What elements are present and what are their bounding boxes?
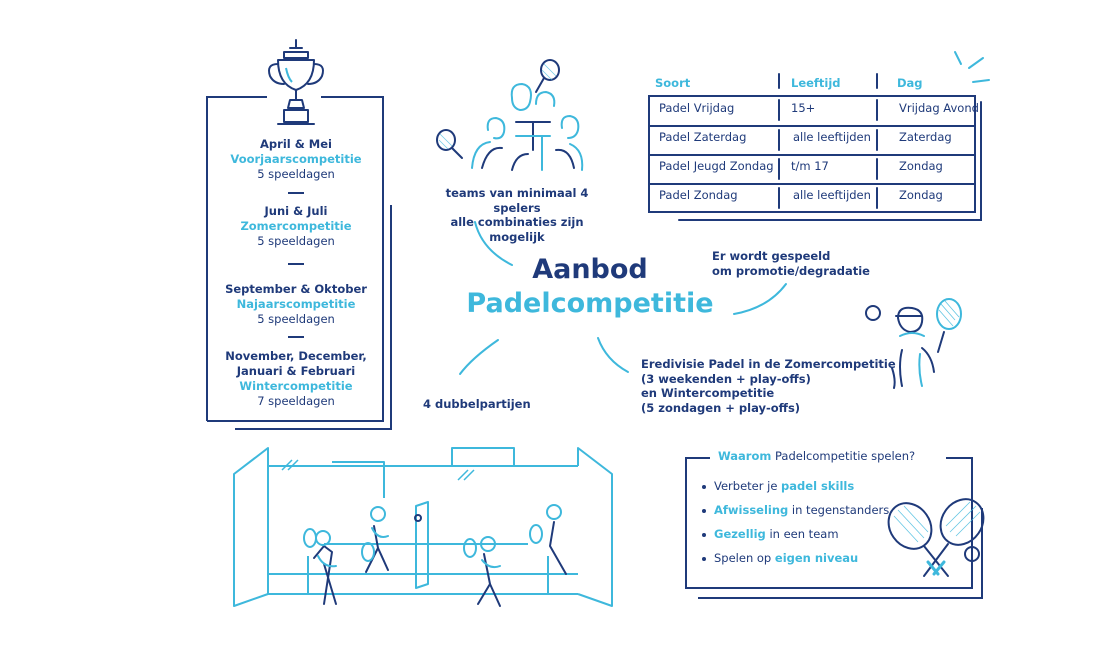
season-summer: Juni & Juli Zomercompetitie 5 speeldagen bbox=[210, 204, 382, 249]
table-cell: Zondag bbox=[899, 187, 943, 202]
item-post: in tegenstanders bbox=[788, 503, 890, 517]
promotion-note-line: Er wordt gespeeld bbox=[712, 249, 831, 263]
table-cell: Zondag bbox=[899, 158, 943, 173]
promotion-note: Er wordt gespeeld om promotie/degradatie bbox=[712, 249, 870, 278]
table-cell: Vrijdag Avond bbox=[899, 100, 979, 115]
season-box-frame bbox=[206, 96, 392, 430]
crossed-rackets-icon bbox=[887, 498, 985, 577]
trophy-icon bbox=[268, 39, 324, 125]
why-heading-bold: Waarom bbox=[718, 449, 772, 463]
list-item: Spelen op eigen niveau bbox=[702, 551, 858, 565]
bullet-icon bbox=[702, 556, 706, 561]
eredivisie-note: Eredivisie Padel in de Zomercompetitie (… bbox=[641, 357, 896, 415]
bullet-icon bbox=[702, 532, 706, 537]
season-months: Juni & Juli bbox=[264, 204, 328, 218]
season-months: November, December, bbox=[225, 349, 367, 363]
eredivisie-note-line: (5 zondagen + play-offs) bbox=[641, 400, 801, 415]
eredivisie-note-line: en Wintercompetitie bbox=[641, 386, 775, 400]
table-cell: Padel Zaterdag bbox=[659, 129, 747, 144]
column-header: Leeftijd bbox=[791, 76, 841, 90]
title-line1: Aanbod bbox=[532, 254, 648, 285]
table-row: Padel Vrijdag 15+ Vrijdag Avond bbox=[653, 93, 1003, 122]
list-item: Gezellig in een team bbox=[702, 527, 839, 541]
item-bold: padel skills bbox=[781, 479, 855, 493]
table-cell: Padel Vrijdag bbox=[659, 100, 735, 115]
season-competition: Najaarscompetitie bbox=[236, 297, 356, 311]
doubles-note: 4 dubbelpartijen bbox=[423, 397, 531, 411]
table-cell: alle leeftijden bbox=[793, 187, 871, 202]
column-header: Soort bbox=[655, 76, 691, 90]
table-cell: t/m 17 bbox=[791, 158, 829, 173]
table-row: Padel Zaterdag alle leeftijden Zaterdag bbox=[653, 122, 1003, 151]
why-box-frame bbox=[685, 457, 983, 599]
table-cell: Padel Jeugd Zondag bbox=[659, 158, 774, 173]
table-cell: Padel Zondag bbox=[659, 187, 738, 202]
list-item: Afwisseling in tegenstanders bbox=[702, 503, 889, 517]
table-cell: alle leeftijden bbox=[793, 129, 871, 144]
item-bold: Afwisseling bbox=[714, 503, 789, 517]
table-row: Padel Zondag alle leeftijden Zondag bbox=[653, 180, 1003, 209]
season-days: 5 speeldagen bbox=[257, 312, 335, 326]
teams-note: teams van minimaal 4 spelers alle combin… bbox=[437, 186, 597, 244]
season-autumn: September & Oktober Najaarscompetitie 5 … bbox=[210, 282, 382, 327]
title-line2: Padelcompetitie bbox=[466, 288, 714, 319]
bullet-icon bbox=[702, 508, 706, 513]
promotion-note-line: om promotie/degradatie bbox=[712, 263, 870, 278]
item-bold: eigen niveau bbox=[774, 551, 859, 565]
why-heading: Waarom Padelcompetitie spelen? bbox=[718, 449, 915, 463]
divider bbox=[288, 192, 304, 194]
table-cell: 15+ bbox=[791, 100, 816, 115]
eredivisie-note-line: (3 weekenden + play-offs) bbox=[641, 371, 811, 386]
teams-note-line: teams van minimaal 4 spelers bbox=[445, 186, 589, 215]
season-days: 5 speeldagen bbox=[257, 167, 335, 181]
padel-court-icon bbox=[233, 447, 613, 607]
season-days: 5 speeldagen bbox=[257, 234, 335, 248]
seasons-list: April & Mei Voorjaarscompetitie 5 speeld… bbox=[210, 97, 382, 419]
season-months: September & Oktober bbox=[225, 282, 367, 296]
item-post: in een team bbox=[765, 527, 839, 541]
column-header: Dag bbox=[897, 76, 923, 90]
season-winter: November, December, Januari & Februari W… bbox=[210, 349, 382, 409]
why-heading-rest: Padelcompetitie spelen? bbox=[771, 449, 916, 463]
table-row: Padel Jeugd Zondag t/m 17 Zondag bbox=[653, 151, 1003, 180]
season-competition: Wintercompetitie bbox=[239, 379, 353, 393]
season-months: Januari & Februari bbox=[236, 364, 356, 378]
season-days: 7 speeldagen bbox=[257, 394, 335, 408]
offer-table: Soort Leeftijd Dag Padel Vrijdag 15+ Vri… bbox=[653, 73, 1003, 209]
season-months: April & Mei bbox=[260, 137, 332, 151]
divider bbox=[288, 336, 304, 338]
teams-note-line: alle combinaties zijn mogelijk bbox=[450, 215, 584, 244]
table-cell: Zaterdag bbox=[899, 129, 952, 144]
divider bbox=[288, 263, 304, 265]
season-competition: Zomercompetitie bbox=[240, 219, 352, 233]
item-pre: Verbeter je bbox=[714, 479, 782, 493]
page-title: Aanbod Padelcompetitie bbox=[460, 253, 720, 321]
season-spring: April & Mei Voorjaarscompetitie 5 speeld… bbox=[210, 137, 382, 182]
item-bold: Gezellig bbox=[714, 527, 766, 541]
list-item: Verbeter je padel skills bbox=[702, 479, 854, 493]
table-frame bbox=[648, 51, 990, 221]
team-players-icon bbox=[436, 59, 584, 171]
bullet-icon bbox=[702, 484, 706, 489]
why-section: Waarom Padelcompetitie spelen? Verbeter … bbox=[702, 449, 915, 579]
padel-player-icon bbox=[865, 298, 962, 389]
eredivisie-note-line: Eredivisie Padel in de Zomercompetitie bbox=[641, 357, 896, 371]
item-pre: Spelen op bbox=[714, 551, 775, 565]
season-competition: Voorjaarscompetitie bbox=[230, 152, 362, 166]
table-header: Soort Leeftijd Dag bbox=[653, 73, 1003, 93]
